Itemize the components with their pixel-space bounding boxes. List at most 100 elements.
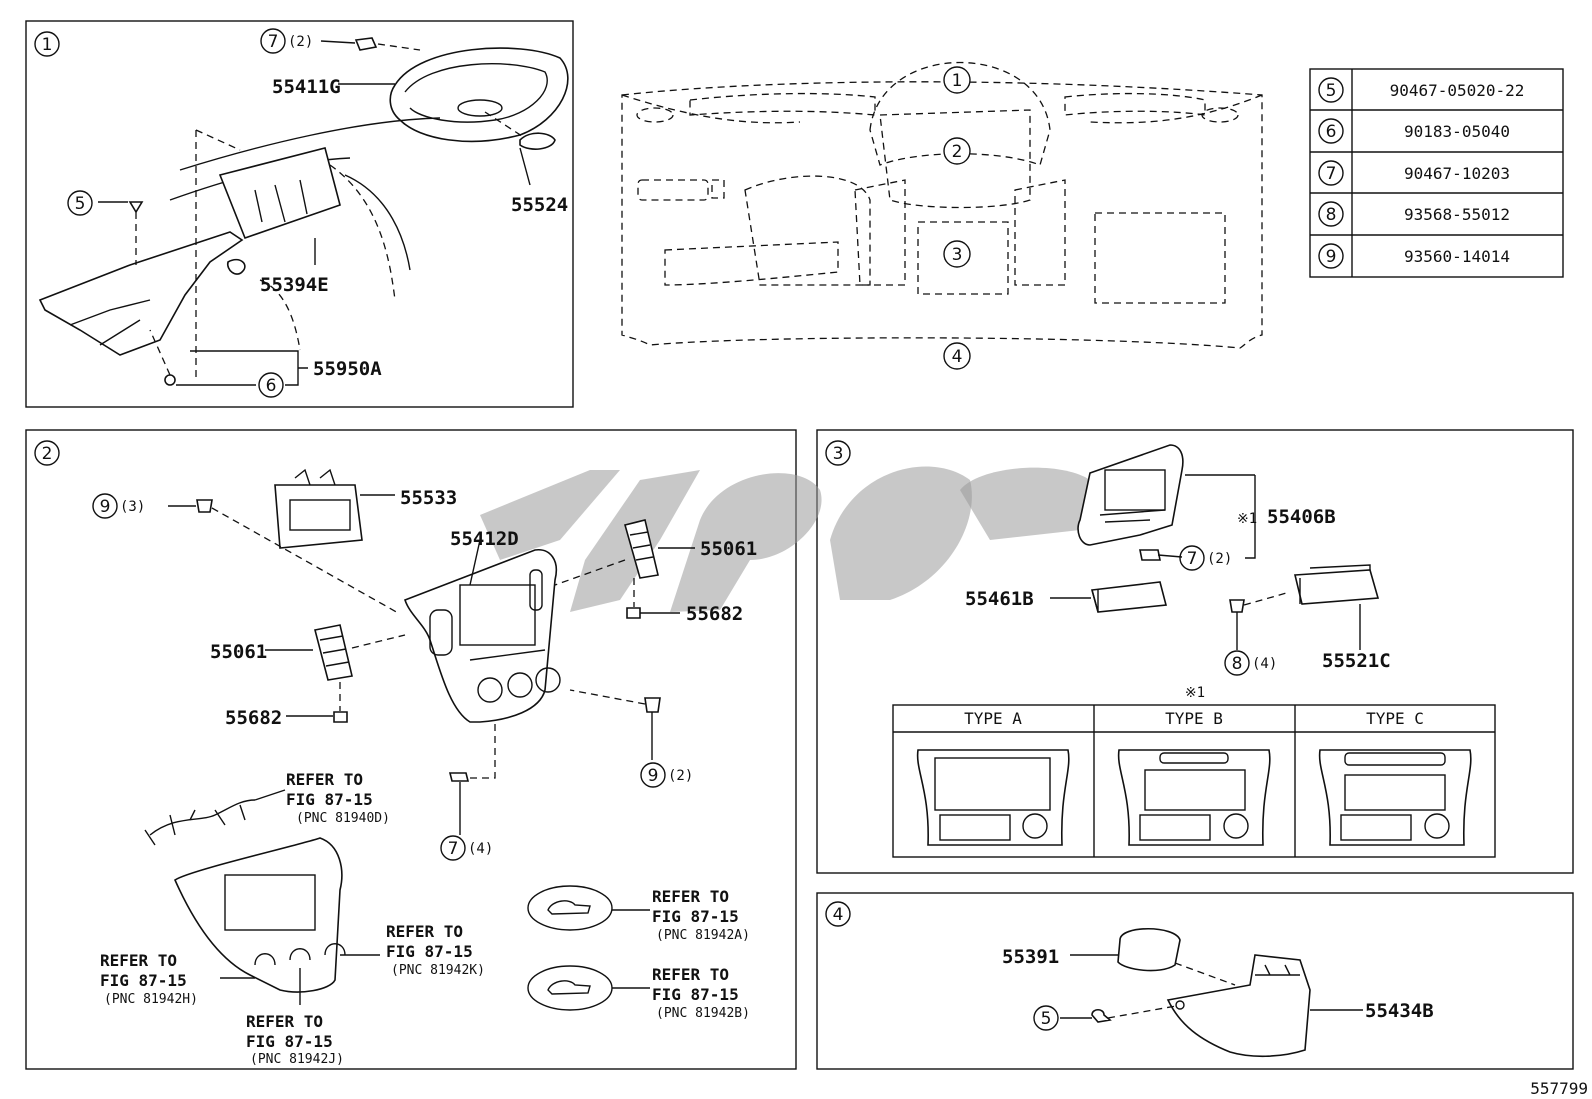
panel-1-id: 1 (34, 31, 60, 57)
svg-text:REFER TO: REFER TO (652, 887, 729, 906)
panel-2-callout-9a: 9 (3) (92, 493, 145, 519)
svg-text:9: 9 (648, 766, 659, 786)
svg-text:90183-05040: 90183-05040 (1404, 122, 1510, 141)
panel-3-callout-8: 8 (4) (1224, 650, 1277, 676)
svg-text:9: 9 (100, 497, 111, 517)
svg-text:(PNC 81940D): (PNC 81940D) (296, 811, 390, 826)
label-55406B: 55406B (1267, 506, 1336, 528)
svg-text:FIG 87-15: FIG 87-15 (652, 907, 739, 926)
svg-text:FIG 87-15: FIG 87-15 (246, 1032, 333, 1051)
svg-text:8: 8 (1326, 205, 1337, 225)
svg-text:4: 4 (833, 905, 844, 925)
svg-text:FIG 87-15: FIG 87-15 (386, 942, 473, 961)
svg-text:9: 9 (1326, 247, 1337, 267)
panel-3-callout-7: 7 (2) (1179, 545, 1232, 571)
type-table-mark: ※1 (1185, 685, 1205, 701)
panel-2-callout-9b: 9 (2) (640, 762, 693, 788)
panel-2-id: 2 (34, 440, 60, 466)
svg-text:8: 8 (1232, 654, 1243, 674)
label-55061-left: 55061 (210, 641, 267, 663)
parts-row-8: 8 93568-55012 (1318, 201, 1510, 227)
ref-81942J: REFER TO FIG 87-15 (PNC 81942J) (246, 1012, 344, 1067)
parts-row-7: 7 90467-10203 (1318, 160, 1510, 186)
svg-text:REFER TO: REFER TO (386, 922, 463, 941)
svg-text:5: 5 (1326, 81, 1337, 101)
overview-zone-1: 1 (943, 66, 971, 94)
panel-4-id: 4 (825, 901, 851, 927)
svg-text:(3): (3) (120, 499, 145, 515)
parts-row-6: 6 90183-05040 (1318, 118, 1510, 144)
ref-81942K: REFER TO FIG 87-15 (PNC 81942K) (386, 922, 485, 978)
svg-text:90467-10203: 90467-10203 (1404, 164, 1510, 183)
type-c-header: TYPE C (1366, 709, 1424, 728)
label-55521C: 55521C (1322, 650, 1391, 672)
label-55682-right: 55682 (686, 603, 743, 625)
svg-text:93568-55012: 93568-55012 (1404, 205, 1510, 224)
svg-text:7: 7 (448, 839, 459, 859)
label-55412D: 55412D (450, 528, 519, 550)
panel-1-frame (25, 20, 574, 408)
svg-text:7: 7 (1326, 164, 1337, 184)
type-a-header: TYPE A (964, 709, 1022, 728)
panel-1-drawing (38, 37, 569, 386)
svg-text:REFER TO: REFER TO (286, 770, 363, 789)
svg-text:7: 7 (268, 32, 279, 52)
label-55461B: 55461B (965, 588, 1034, 610)
ref-81942H: REFER TO FIG 87-15 (PNC 81942H) (100, 951, 198, 1007)
panel-2-frame (25, 429, 797, 1070)
panel-1-callout-7: 7 (2) (260, 28, 356, 54)
panel-4-drawing (1060, 927, 1363, 1058)
type-table (892, 704, 1496, 858)
type-c-drawing (1318, 749, 1472, 846)
svg-text:3: 3 (952, 245, 963, 265)
label-55411G: 55411G (272, 76, 341, 98)
label-55682-left: 55682 (225, 707, 282, 729)
panel-3-frame (816, 429, 1574, 874)
label-55391: 55391 (1002, 946, 1059, 968)
svg-text:2: 2 (952, 142, 963, 162)
diagram-number: 557799 (1530, 1079, 1588, 1098)
svg-text:(PNC 81942A): (PNC 81942A) (656, 928, 750, 943)
svg-text:REFER TO: REFER TO (246, 1012, 323, 1031)
ref-81942A: REFER TO FIG 87-15 (PNC 81942A) (652, 887, 750, 943)
svg-text:3: 3 (833, 444, 844, 464)
type-b-header: TYPE B (1165, 709, 1223, 728)
svg-text:2: 2 (42, 444, 53, 464)
svg-text:(4): (4) (1252, 656, 1277, 672)
svg-text:1: 1 (952, 71, 963, 91)
panel-1-callout-6: 6 (258, 372, 284, 398)
panel-3-id: 3 (825, 440, 851, 466)
svg-text:(PNC 81942K): (PNC 81942K) (391, 963, 485, 978)
panel-4-callout-5: 5 (1033, 1005, 1059, 1031)
svg-text:6: 6 (1326, 122, 1337, 142)
note-mark-1: ※1 (1237, 511, 1257, 527)
type-a-drawing (916, 749, 1070, 846)
overview-zone-4: 4 (943, 342, 971, 370)
label-55950A: 55950A (313, 358, 382, 380)
label-55434B: 55434B (1365, 1000, 1434, 1022)
svg-text:(2): (2) (1207, 551, 1232, 567)
svg-text:93560-14014: 93560-14014 (1404, 247, 1510, 266)
svg-text:REFER TO: REFER TO (652, 965, 729, 984)
panel-4-frame (816, 892, 1574, 1070)
svg-text:6: 6 (266, 376, 277, 396)
svg-text:REFER TO: REFER TO (100, 951, 177, 970)
overview-zone-2: 2 (943, 137, 971, 165)
watermark-logo (480, 466, 1090, 612)
svg-text:90467-05020-22: 90467-05020-22 (1390, 81, 1525, 100)
parts-row-9: 9 93560-14014 (1318, 243, 1510, 269)
ref-81942B: REFER TO FIG 87-15 (PNC 81942B) (652, 965, 750, 1021)
ref-81940D: REFER TO FIG 87-15 (PNC 81940D) (286, 770, 390, 826)
panel-2-callout-7: 7 (4) (440, 835, 493, 861)
panel-3-drawing (1050, 444, 1380, 650)
label-55524: 55524 (511, 194, 568, 216)
svg-text:(PNC 81942B): (PNC 81942B) (656, 1006, 750, 1021)
label-55061-right: 55061 (700, 538, 757, 560)
label-55394E: 55394E (260, 274, 329, 296)
svg-text:(PNC 81942J): (PNC 81942J) (250, 1052, 344, 1067)
svg-text:(2): (2) (668, 768, 693, 784)
svg-text:FIG 87-15: FIG 87-15 (652, 985, 739, 1004)
parts-row-5: 5 90467-05020-22 (1318, 77, 1525, 103)
dashboard-overview (621, 62, 1263, 349)
